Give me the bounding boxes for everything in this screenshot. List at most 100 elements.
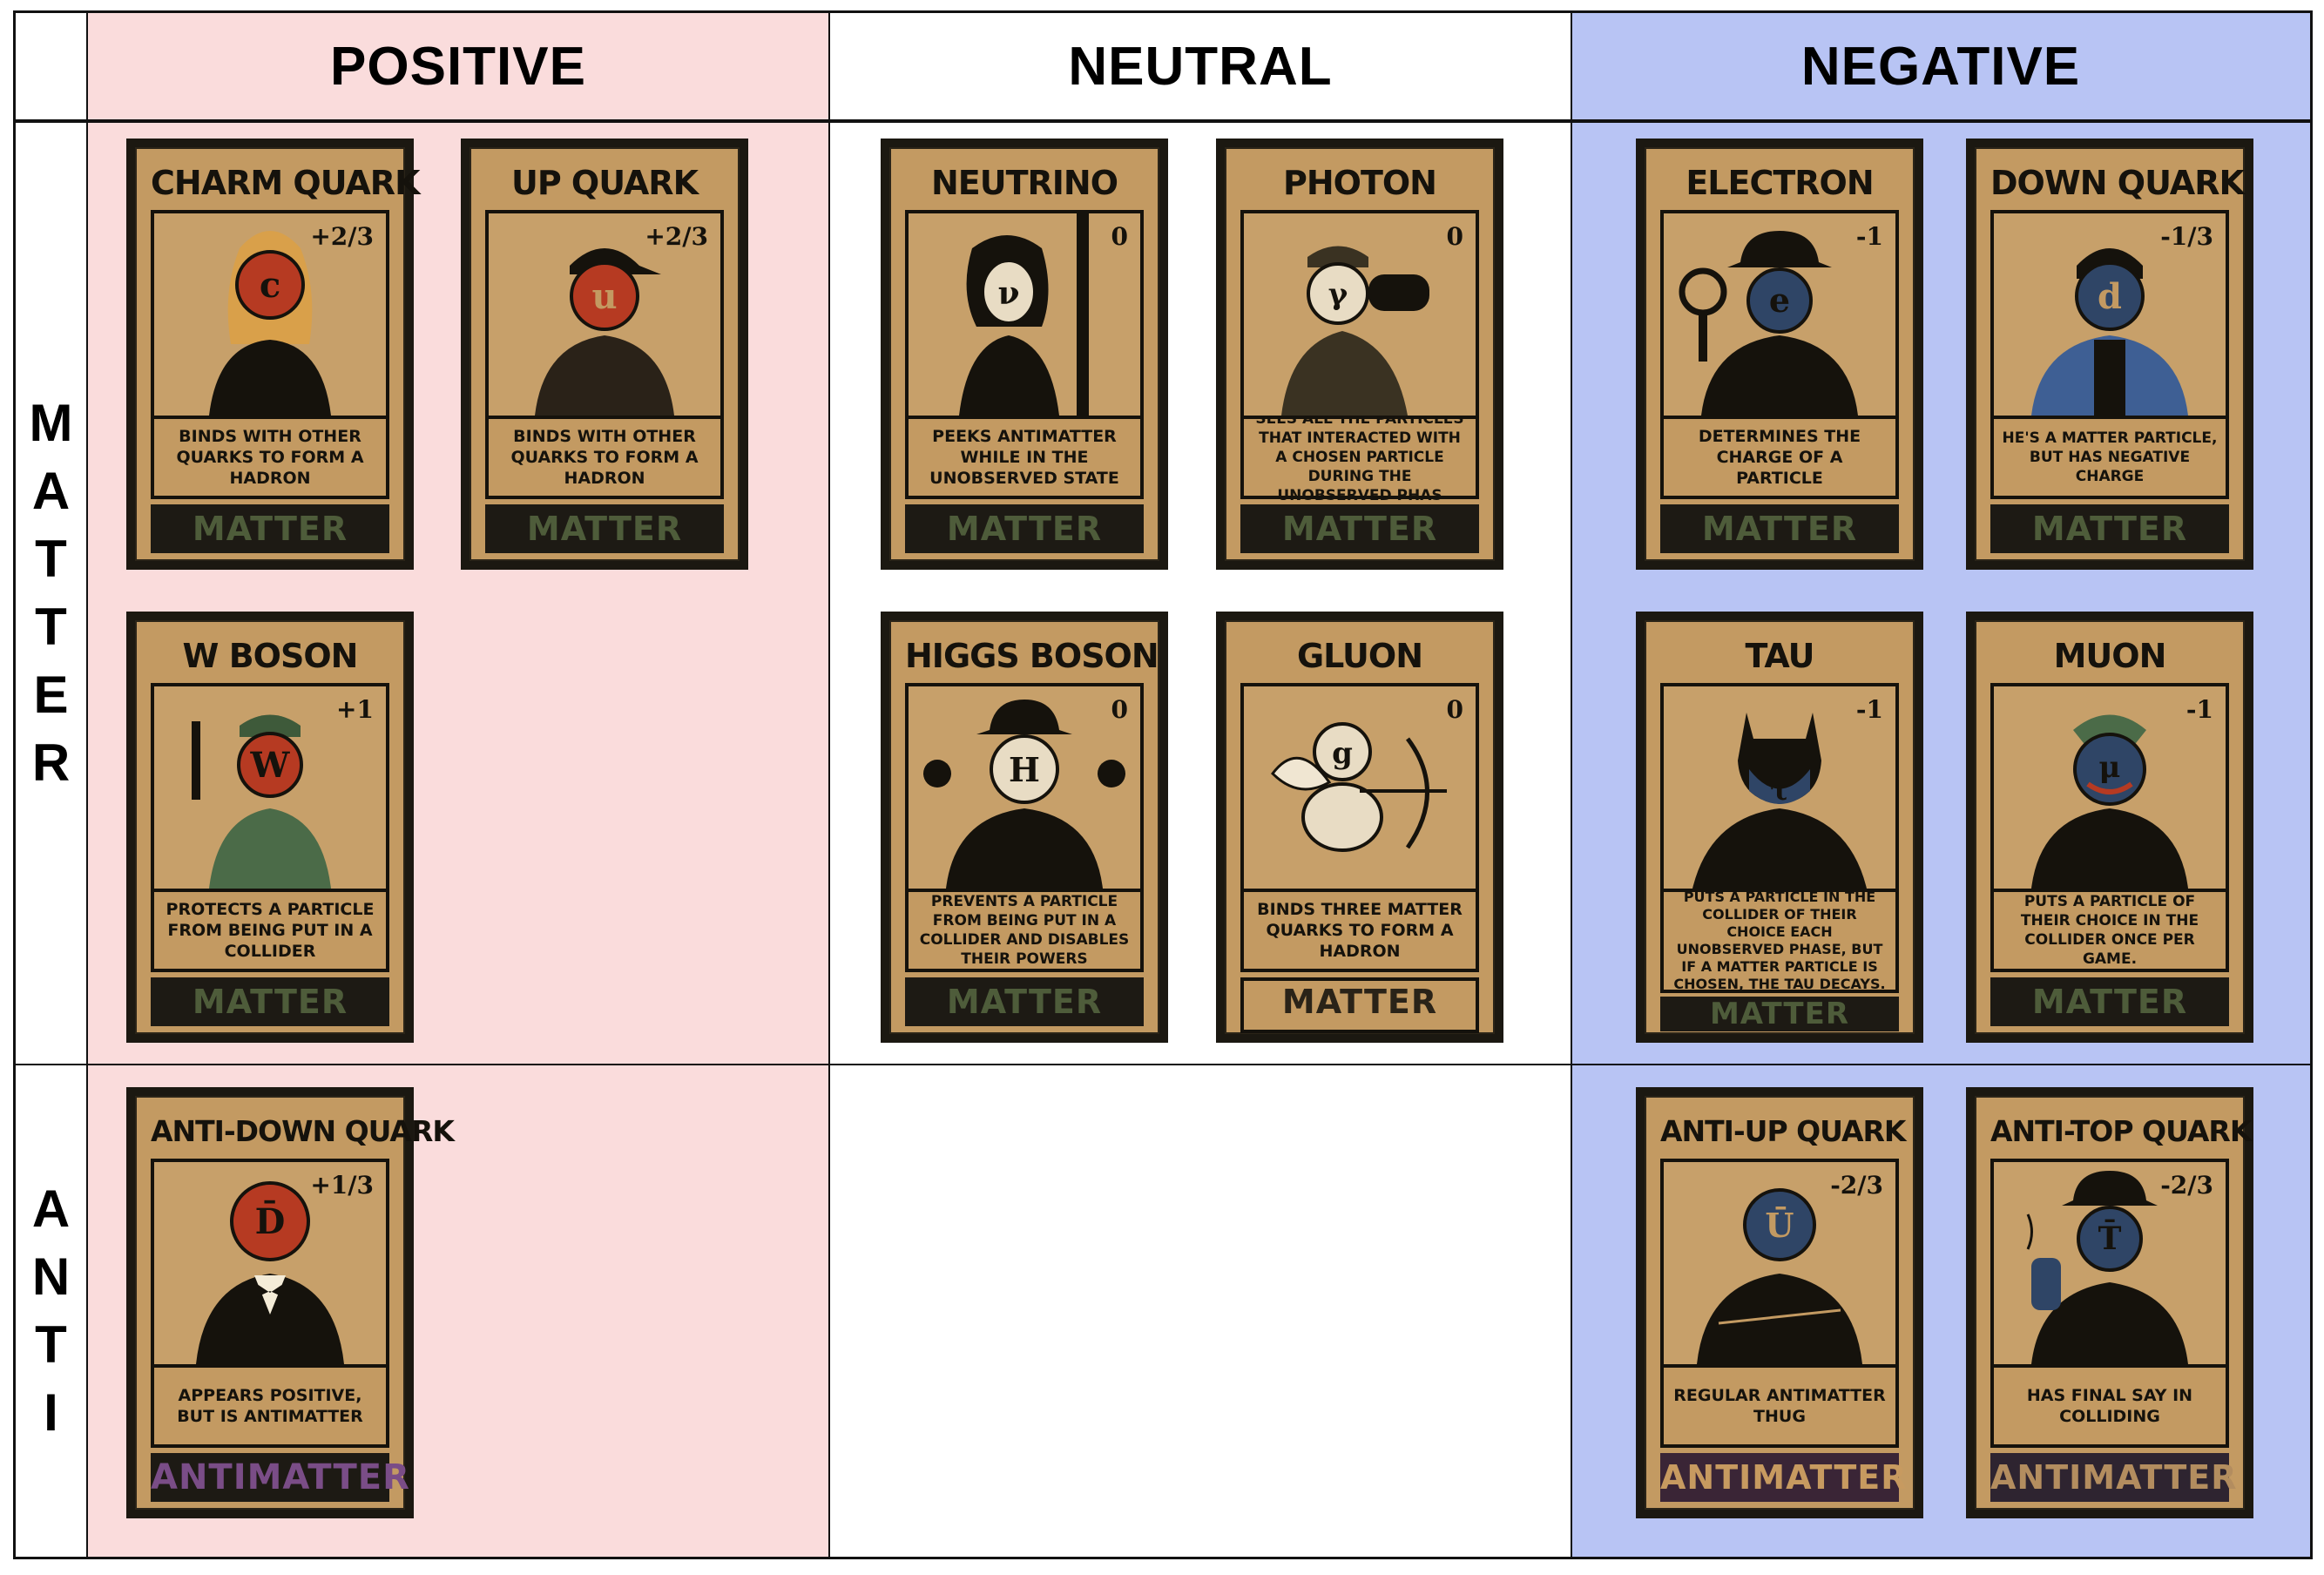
card-title: CHARM QUARK bbox=[151, 164, 421, 202]
card-title: W BOSON bbox=[182, 637, 359, 675]
card-higgs-boson[interactable]: HIGGS BOSON H 0 PREVENTS A PARTICLE FROM… bbox=[881, 612, 1168, 1043]
card-portrait: u +2/3 bbox=[485, 210, 724, 419]
card-description: APPEARS POSITIVE, BUT IS ANTIMATTER bbox=[151, 1368, 389, 1448]
card-muon[interactable]: MUON μ -1 PUTS A PARTICLE OF THEIR CHOIC… bbox=[1966, 612, 2253, 1043]
card-portrait: T̄ -2/3 bbox=[1990, 1159, 2229, 1368]
binoculars-figure-icon: γ bbox=[1281, 246, 1429, 416]
card-charge: 0 bbox=[1446, 695, 1463, 724]
card-portrait: H 0 bbox=[905, 683, 1144, 892]
card-type: MATTER bbox=[151, 504, 389, 553]
card-down-quark[interactable]: DOWN QUARK d -1/3 HE'S A MATTER PARTICLE… bbox=[1966, 139, 2253, 570]
card-w-boson[interactable]: W BOSON W +1 PROTECTS A PARTICLE FROM BE… bbox=[126, 612, 414, 1043]
svg-text:T̄: T̄ bbox=[2098, 1219, 2122, 1257]
card-charge: -1 bbox=[2186, 695, 2213, 724]
card-title: ANTI-DOWN QUARK bbox=[151, 1114, 455, 1148]
svg-text:D̄: D̄ bbox=[255, 1201, 286, 1242]
card-up-quark[interactable]: UP QUARK u +2/3 BINDS WITH OTHER QUARKS … bbox=[461, 139, 748, 570]
column-header-neutral: NEUTRAL bbox=[1068, 36, 1333, 97]
detective-figure-icon: e bbox=[1679, 231, 1858, 416]
card-anti-down-quark[interactable]: ANTI-DOWN QUARK D̄ +1/3 APPEARS POSITIVE… bbox=[126, 1087, 455, 1518]
card-portrait: W +1 bbox=[151, 683, 389, 892]
svg-text:Ū: Ū bbox=[1765, 1206, 1794, 1245]
cigar-fedora-figure-icon: T̄ bbox=[2026, 1171, 2188, 1364]
card-tau[interactable]: TAU τ -1 PUTS A PARTICLE IN THE COLLIDER… bbox=[1636, 612, 1923, 1043]
card-portrait: e -1 bbox=[1660, 210, 1899, 419]
card-charge: -2/3 bbox=[1830, 1171, 1883, 1200]
card-gluon[interactable]: GLUON g 0 BINDS THREE MATTER QUARKS TO F… bbox=[1216, 612, 1503, 1043]
cupid-figure-icon: g bbox=[1271, 722, 1447, 852]
card-charge: 0 bbox=[1111, 222, 1128, 251]
bat-mask-figure-icon: τ bbox=[1692, 713, 1867, 889]
grid-line bbox=[86, 13, 88, 1557]
thug-figure-icon: Ū bbox=[1697, 1188, 1862, 1364]
card-title: ANTI-UP QUARK bbox=[1660, 1114, 1906, 1148]
svg-text:τ: τ bbox=[1770, 774, 1789, 807]
card-portrait: c +2/3 bbox=[151, 210, 389, 419]
card-type: MATTER bbox=[905, 977, 1144, 1026]
card-charge: -2/3 bbox=[2160, 1171, 2213, 1200]
card-type: MATTER bbox=[485, 504, 724, 553]
woman-figure-icon: c bbox=[209, 231, 331, 416]
column-header-positive: POSITIVE bbox=[330, 36, 586, 97]
svg-text:H: H bbox=[1009, 750, 1040, 789]
card-type: MATTER bbox=[1240, 504, 1479, 553]
card-title: HIGGS BOSON bbox=[905, 637, 1159, 675]
row-header-letter: E bbox=[33, 666, 69, 724]
svg-text:d: d bbox=[2098, 276, 2122, 317]
row-header-letter: T bbox=[35, 598, 67, 656]
card-type: MATTER bbox=[905, 504, 1144, 553]
card-charge: +1 bbox=[336, 695, 374, 724]
card-charge: -1 bbox=[1855, 695, 1883, 724]
svg-text:e: e bbox=[1769, 281, 1790, 320]
card-portrait: γ 0 bbox=[1240, 210, 1479, 419]
card-charge: +2/3 bbox=[645, 222, 708, 251]
grid-line bbox=[828, 13, 830, 1557]
card-charge: -1/3 bbox=[2160, 222, 2213, 251]
card-title: ELECTRON bbox=[1686, 164, 1874, 202]
card-charge: +2/3 bbox=[310, 222, 374, 251]
card-portrait: μ -1 bbox=[1990, 683, 2229, 892]
tuxedo-figure-icon: D̄ bbox=[196, 1181, 344, 1364]
card-title: NEUTRINO bbox=[930, 164, 1118, 202]
card-charge: 0 bbox=[1111, 695, 1128, 724]
card-description: BINDS WITH OTHER QUARKS TO FORM A HADRON bbox=[485, 419, 724, 499]
card-electron[interactable]: ELECTRON e -1 DETERMINES THE CHARGE OF A… bbox=[1636, 139, 1923, 570]
row-header-letter: R bbox=[31, 733, 71, 792]
row-header-matter: M A T T E R bbox=[16, 123, 86, 1064]
card-charge: +1/3 bbox=[310, 1171, 374, 1200]
card-description: HE'S A MATTER PARTICLE, BUT HAS NEGATIVE… bbox=[1990, 419, 2229, 499]
card-description: DETERMINES THE CHARGE OF A PARTICLE bbox=[1660, 419, 1899, 499]
card-type: ANTIMATTER bbox=[1990, 1453, 2236, 1502]
particle-classification-table: POSITIVE NEUTRAL NEGATIVE M A T T E R A … bbox=[13, 10, 2313, 1559]
card-type: MATTER bbox=[1990, 504, 2229, 553]
svg-text:μ: μ bbox=[2099, 750, 2121, 785]
card-title: TAU bbox=[1745, 637, 1814, 675]
card-anti-up-quark[interactable]: ANTI-UP QUARK Ū -2/3 REGULAR ANTIMATTER … bbox=[1636, 1087, 1923, 1518]
card-charm-quark[interactable]: CHARM QUARK c +2/3 BINDS WITH OTHER QUAR… bbox=[126, 139, 421, 570]
cap-figure-icon: u bbox=[535, 248, 674, 416]
card-type: MATTER bbox=[1660, 997, 1899, 1031]
card-type: MATTER bbox=[1240, 977, 1479, 1033]
column-header-negative: NEGATIVE bbox=[1800, 36, 2081, 97]
card-description: PROTECTS A PARTICLE FROM BEING PUT IN A … bbox=[151, 892, 389, 972]
card-title: UP QUARK bbox=[510, 164, 699, 202]
card-description: PEEKS ANTIMATTER WHILE IN THE UNOBSERVED… bbox=[905, 419, 1144, 499]
row-header-letter: M bbox=[29, 394, 73, 452]
row-header-letter: A bbox=[31, 462, 71, 520]
row-header-letter: T bbox=[35, 1315, 67, 1374]
card-photon[interactable]: PHOTON γ 0 SEES ALL THE PARTICLES THAT I… bbox=[1216, 139, 1503, 570]
card-neutrino[interactable]: NEUTRINO ν 0 PEEKS ANTIMATTER WHILE IN T… bbox=[881, 139, 1168, 570]
row-header-letter: A bbox=[31, 1180, 71, 1238]
card-type: ANTIMATTER bbox=[1660, 1453, 1906, 1502]
card-description: BINDS WITH OTHER QUARKS TO FORM A HADRON bbox=[151, 419, 389, 499]
card-description: SEES ALL THE PARTICLES THAT INTERACTED W… bbox=[1240, 410, 1479, 504]
svg-text:u: u bbox=[591, 276, 617, 317]
card-description: PUTS A PARTICLE OF THEIR CHOICE IN THE C… bbox=[1990, 892, 2229, 972]
card-description: REGULAR ANTIMATTER THUG bbox=[1660, 1368, 1899, 1448]
card-description: PUTS A PARTICLE IN THE COLLIDER OF THEIR… bbox=[1660, 889, 1899, 993]
peeking-girl-icon: ν bbox=[959, 213, 1138, 416]
row-separator bbox=[16, 1064, 2310, 1065]
card-title: GLUON bbox=[1296, 637, 1423, 675]
card-title: PHOTON bbox=[1283, 164, 1437, 202]
card-anti-top-quark[interactable]: ANTI-TOP QUARK T̄ -2/3 HAS FINAL SAY IN … bbox=[1966, 1087, 2253, 1518]
